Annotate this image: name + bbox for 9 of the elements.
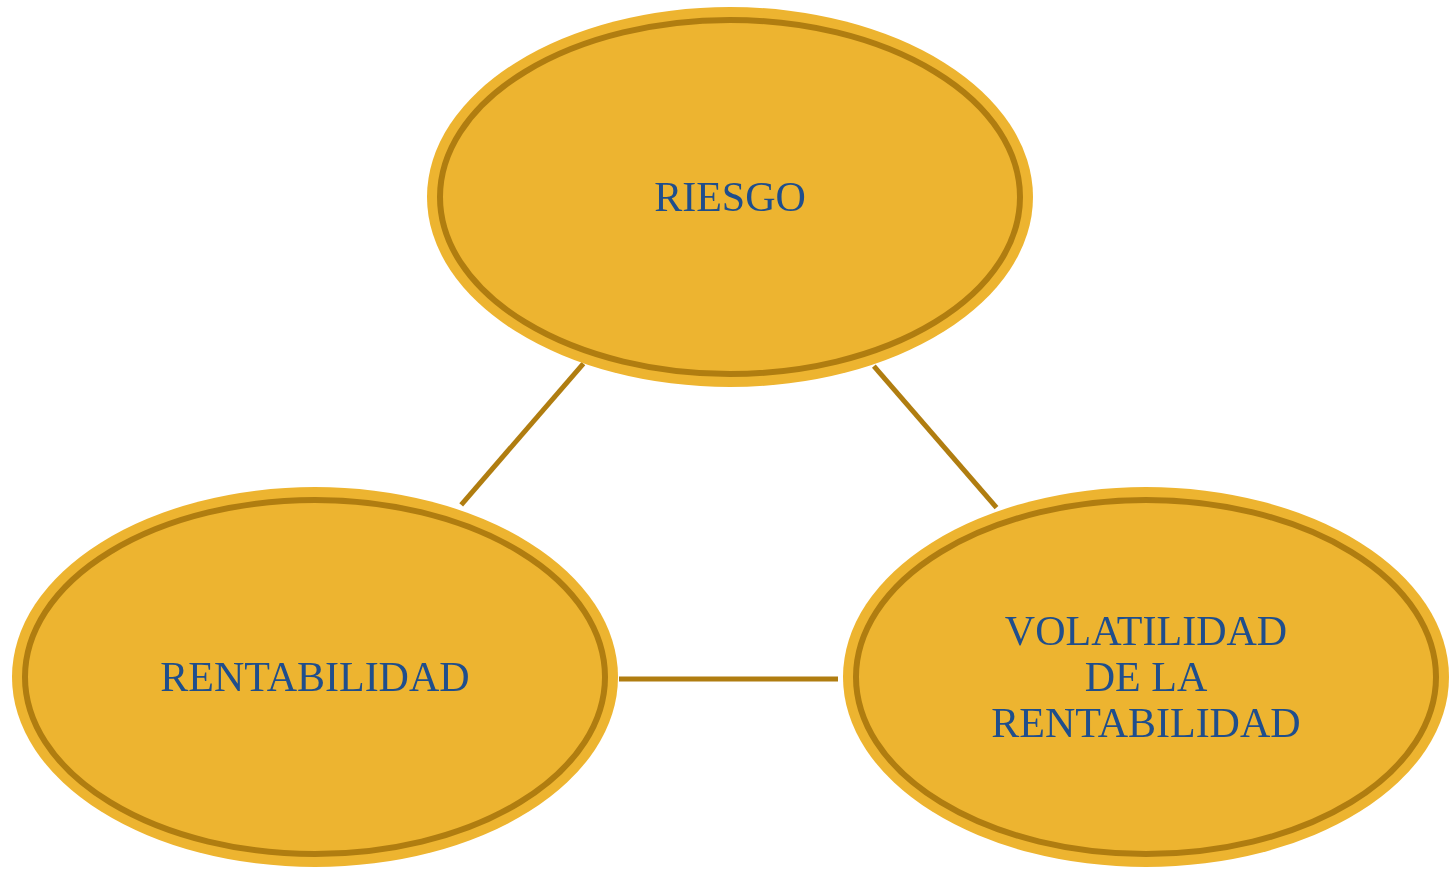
connector-line [619,676,838,682]
ellipse-node [426,6,1034,388]
ellipse-node [842,486,1450,868]
connector-line [871,364,999,510]
node-label: RENTABILIDAD [160,653,470,701]
connector-line [459,361,586,507]
node-label: RIESGO [654,173,806,221]
node-label: VOLATILIDAD DE LA RENTABILIDAD [990,607,1302,747]
ellipse-node [11,486,619,868]
